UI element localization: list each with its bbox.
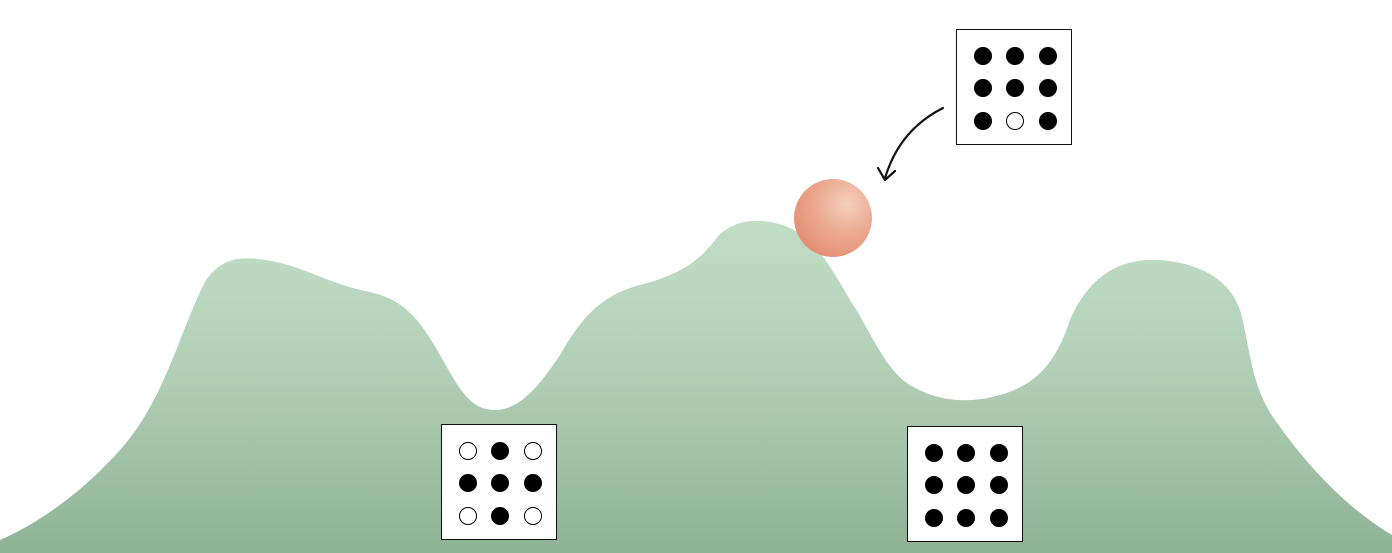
filled-dot-r3-c2 bbox=[491, 507, 509, 525]
filled-dot-r2-c1 bbox=[459, 474, 477, 492]
filled-dot-r1-c2 bbox=[1006, 47, 1024, 65]
filled-dot-r1-c3 bbox=[1039, 47, 1057, 65]
filled-dot-r3-c3 bbox=[1039, 112, 1057, 130]
filled-dot-r1-c3 bbox=[990, 444, 1008, 462]
empty-dot-r1-c1 bbox=[459, 442, 477, 460]
filled-dot-r1-c1 bbox=[974, 47, 992, 65]
right-valley-pattern-card bbox=[907, 426, 1023, 542]
filled-dot-r2-c1 bbox=[925, 476, 943, 494]
filled-dot-r2-c3 bbox=[990, 476, 1008, 494]
filled-dot-r1-c1 bbox=[925, 444, 943, 462]
filled-dot-r2-c2 bbox=[1006, 79, 1024, 97]
filled-dot-r3-c2 bbox=[957, 509, 975, 527]
filled-dot-r1-c2 bbox=[957, 444, 975, 462]
filled-dot-r3-c1 bbox=[925, 509, 943, 527]
filled-dot-r2-c3 bbox=[1039, 79, 1057, 97]
top-right-pattern-card bbox=[956, 29, 1072, 145]
empty-dot-r3-c3 bbox=[524, 507, 542, 525]
filled-dot-r3-c1 bbox=[974, 112, 992, 130]
curved-arrow-icon bbox=[883, 106, 945, 180]
left-valley-pattern-card bbox=[441, 424, 557, 540]
filled-dot-r1-c2 bbox=[491, 442, 509, 460]
empty-dot-r1-c3 bbox=[524, 442, 542, 460]
filled-dot-r2-c2 bbox=[957, 476, 975, 494]
filled-dot-r2-c2 bbox=[491, 474, 509, 492]
ball-icon bbox=[794, 179, 872, 257]
filled-dot-r3-c3 bbox=[990, 509, 1008, 527]
filled-dot-r2-c1 bbox=[974, 79, 992, 97]
empty-dot-r3-c1 bbox=[459, 507, 477, 525]
arrow-head-icon bbox=[876, 166, 897, 182]
filled-dot-r2-c3 bbox=[524, 474, 542, 492]
empty-dot-r3-c2 bbox=[1006, 112, 1024, 130]
energy-landscape-hills bbox=[0, 220, 1392, 553]
